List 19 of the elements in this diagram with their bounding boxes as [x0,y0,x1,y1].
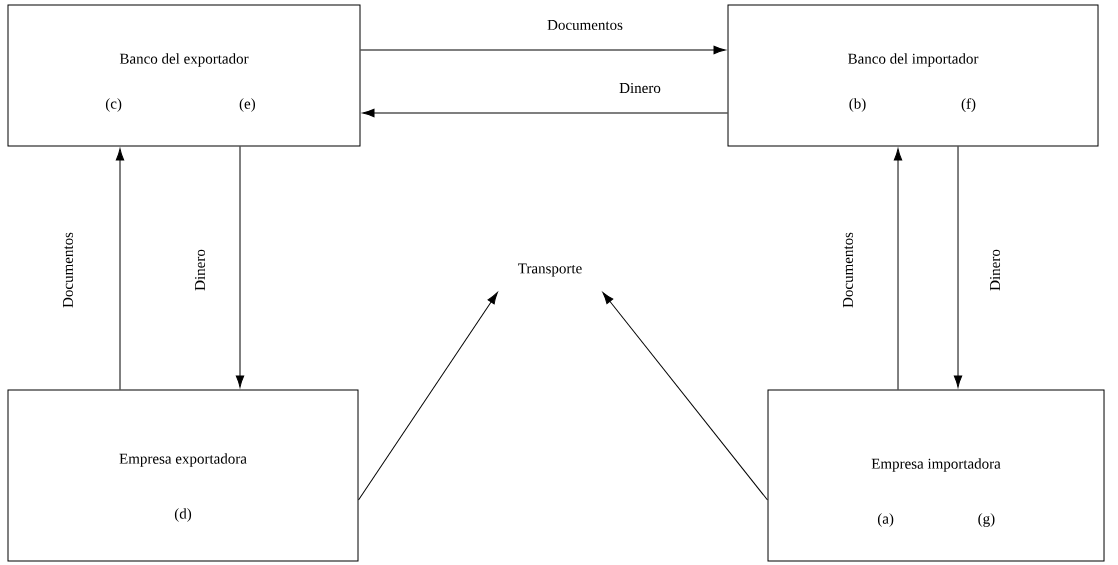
edge-label: Dinero [987,247,1003,293]
edge-label: Documentos [61,230,75,310]
arrow [360,45,726,55]
edge-label: Dinero [192,247,208,293]
edge-label: Documentos [545,18,625,32]
arrow [235,146,245,388]
process-box: Banco del importador (b) (f) [727,4,1099,147]
edge-label: Dinero [617,80,663,96]
node-label: Transporte [518,263,582,277]
arrow [893,148,903,390]
edge-label: Documentos [841,230,855,310]
arrow [362,108,728,118]
arrow [602,292,768,501]
process-box: Empresa exportadora (d) [7,389,359,562]
arrow [115,148,125,390]
arrow [358,292,498,501]
process-box: Empresa importadora (a) (g) [767,389,1105,562]
process-box: Banco del exportador (c) (e) [7,4,361,147]
arrow [953,146,963,388]
